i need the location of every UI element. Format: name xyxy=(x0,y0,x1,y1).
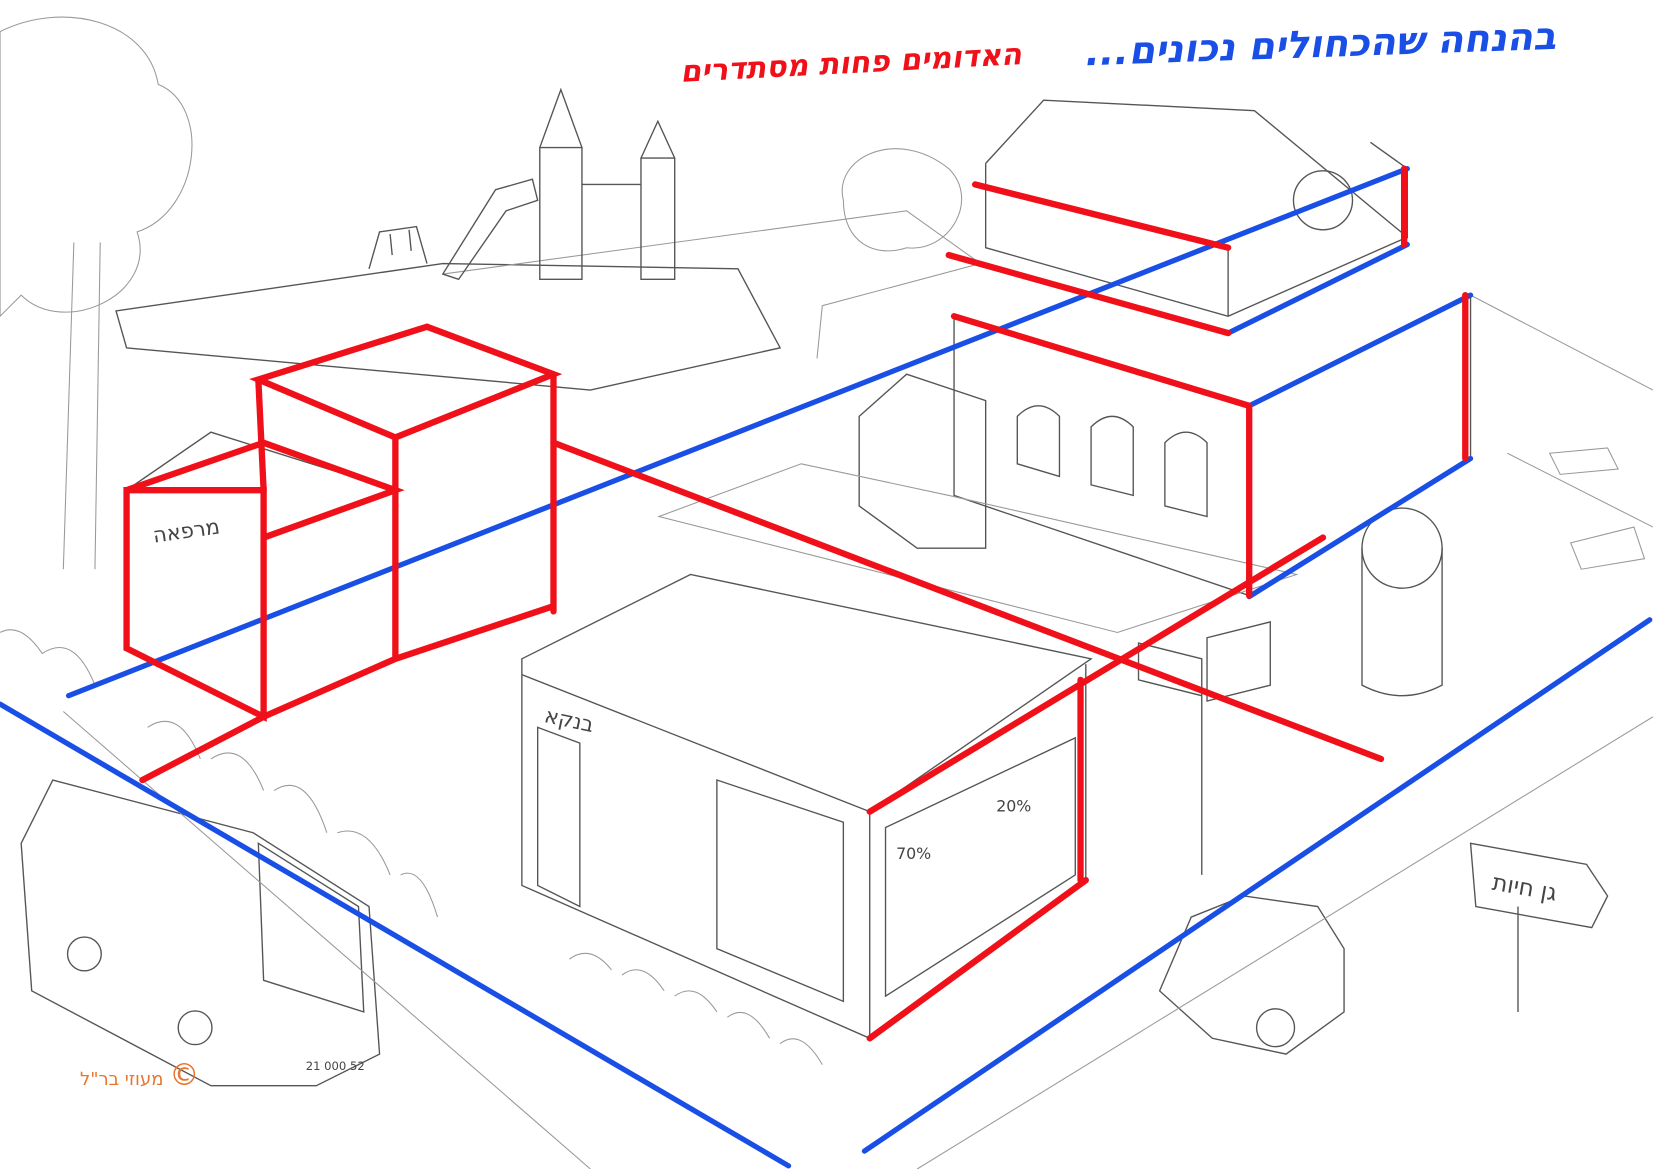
red-line xyxy=(971,181,1232,251)
park xyxy=(115,262,782,391)
red-line xyxy=(866,534,1327,815)
synagogue xyxy=(953,99,1472,597)
fence-left xyxy=(0,629,439,918)
red-line xyxy=(945,251,1232,337)
cars-right xyxy=(1548,447,1646,570)
car xyxy=(1158,895,1345,1055)
blue-perspective-lines xyxy=(0,166,1653,1169)
red-line xyxy=(139,713,267,784)
park-lawn xyxy=(442,210,982,359)
tree-right xyxy=(841,148,963,252)
blue-line xyxy=(1246,292,1474,409)
slide xyxy=(441,178,539,281)
advertising-column-body xyxy=(1361,548,1443,697)
castle-tower xyxy=(539,87,676,281)
bus xyxy=(20,779,381,1087)
logo-text: מעוזי בר"ל xyxy=(80,1069,164,1090)
street-plaza xyxy=(657,463,1299,634)
copyright-logo: © מעוזי בר"ל xyxy=(80,1058,199,1093)
blue-line xyxy=(1246,455,1474,600)
shop-window xyxy=(536,726,1076,1003)
car-wheel xyxy=(1255,1008,1296,1048)
blue-line xyxy=(861,617,1653,1154)
blue-line xyxy=(65,166,1410,699)
red-bakery-box xyxy=(249,323,563,720)
red-line xyxy=(866,877,1089,1042)
kiosk xyxy=(858,373,987,549)
fence-bottom xyxy=(568,952,823,1065)
discount-70-label: 70% xyxy=(896,844,931,863)
red-line xyxy=(950,313,1253,409)
zoo-sign xyxy=(1469,842,1609,1012)
red-line xyxy=(550,439,1385,763)
synagogue-windows xyxy=(1016,405,1208,518)
bus-wheel xyxy=(177,1010,213,1046)
bakery-building xyxy=(256,326,556,659)
pharmacy-sign: מרפאה xyxy=(151,514,221,548)
blue-line xyxy=(1225,241,1410,336)
tree xyxy=(0,16,193,570)
bus-plate: 21 000 52 xyxy=(306,1059,365,1073)
street-sign-pole xyxy=(1137,621,1271,875)
copyright-icon: © xyxy=(169,1058,200,1093)
zoo-sign-text: גן חיות xyxy=(1490,869,1559,907)
swing xyxy=(368,225,428,269)
bus-wheel xyxy=(66,936,102,972)
blue-line xyxy=(0,701,792,1169)
synagogue-round-window xyxy=(1292,170,1354,231)
road-edge xyxy=(62,294,1653,1169)
discount-20-label: 20% xyxy=(996,797,1031,816)
red-perspective-lines xyxy=(123,165,1469,1042)
